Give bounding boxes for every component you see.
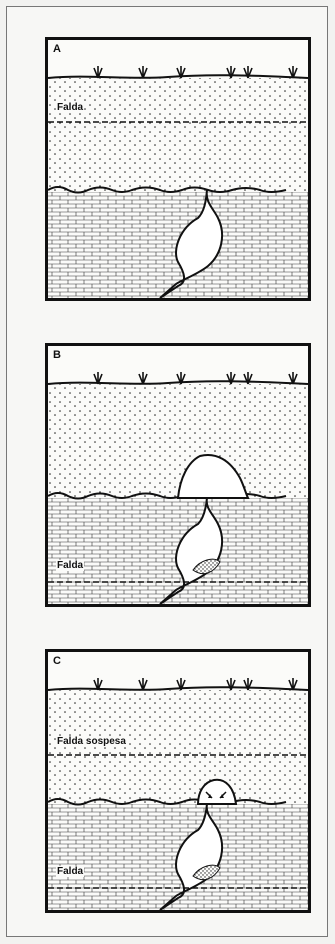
water-table-label: Falda (56, 102, 84, 113)
panel-c-letter: C (53, 655, 61, 667)
panel-a-letter: A (53, 43, 61, 55)
water-table-label: Falda (56, 560, 84, 571)
panel-a: A Falda (45, 37, 311, 301)
grass-tuft-icon (139, 372, 147, 384)
grass-tuft-icon (139, 678, 147, 690)
panel-b-letter: B (53, 349, 61, 361)
grass-tuft-icon (139, 66, 147, 78)
panel-c-drawing (48, 652, 308, 910)
panel-c: C Falda sospesa Falda (45, 649, 311, 913)
panel-b: B Falda (45, 343, 311, 607)
panel-a-drawing (48, 40, 308, 298)
water-table-label: Falda (56, 866, 84, 877)
perched-water-table-label: Falda sospesa (56, 736, 127, 747)
figure-frame: A Falda B Falda (6, 6, 328, 937)
panel-b-drawing (48, 346, 308, 604)
